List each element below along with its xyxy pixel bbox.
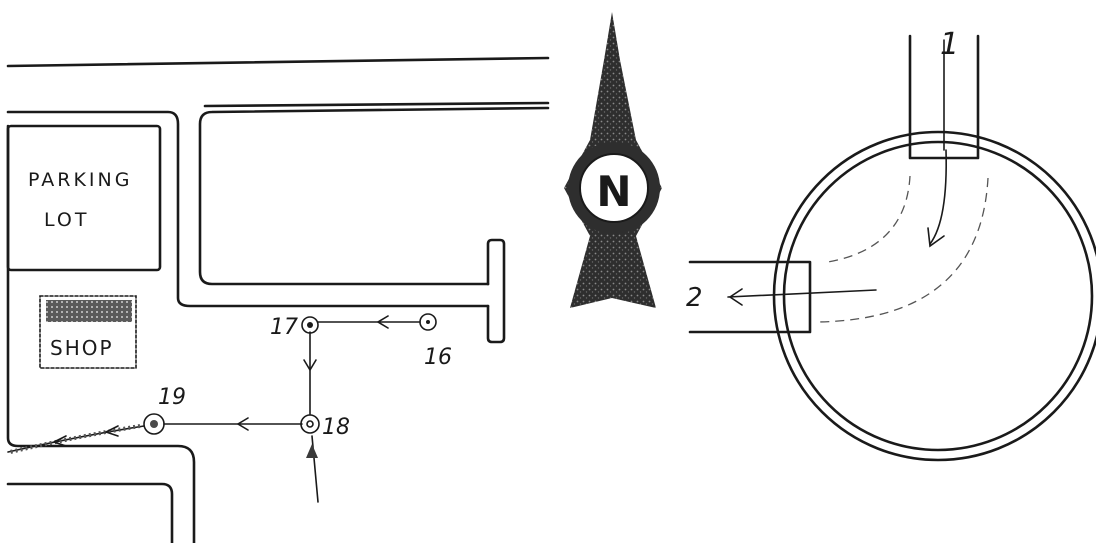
waypoint-16-dot: [426, 320, 430, 324]
lane-guide-inner: [827, 175, 911, 263]
route-exit-dots: [9, 424, 141, 454]
waypoint-19-label: 19: [158, 385, 186, 410]
route-arrow-exit: [103, 425, 119, 437]
waypoint-18: 18: [300, 414, 350, 440]
waypoint-19: 19: [143, 385, 186, 435]
entry-road-1-label: 1: [940, 27, 959, 62]
waypoint-17-label: 17: [270, 315, 298, 340]
route-segment-from-south: [311, 435, 319, 503]
parking-lot-block: [6, 124, 162, 272]
waypoint-16: 16: [419, 313, 452, 370]
waypoint-16-label: 16: [424, 345, 452, 370]
road-edge-top: [6, 56, 550, 68]
turn-path: [929, 149, 947, 245]
route: [7, 315, 421, 503]
shop-block: [39, 295, 137, 369]
compass-north-arrow: N: [564, 12, 662, 308]
road-edge-upper: [6, 110, 490, 308]
waypoint-18-inner: [306, 420, 314, 428]
lane-guide-outer: [815, 177, 989, 323]
exit-road-2-label: 2: [686, 283, 703, 313]
road-edge-left: [6, 124, 196, 543]
waypoint-17-dot: [307, 322, 313, 328]
waypoint-17: 17: [270, 315, 319, 340]
waypoint-16-marker: [419, 313, 437, 331]
waypoint-18-label: 18: [322, 415, 350, 440]
roundabout-diagram: 1 2: [686, 27, 1096, 462]
road-dead-end: [486, 238, 506, 344]
exit-road-2: [688, 260, 812, 334]
parking-lot-label-line2: LOT: [44, 209, 89, 231]
shop-sign-scribble: [46, 300, 132, 322]
roundabout-inner-ring: [782, 140, 1094, 452]
shop-label: SHOP: [50, 336, 114, 360]
exit-arrow-head: [728, 288, 743, 306]
exit-arrow-shaft: [727, 289, 877, 298]
route-arrow-18-19: [236, 417, 249, 431]
route-arrow-16-17: [376, 315, 389, 329]
route-arrow-17-18: [303, 359, 317, 372]
waypoint-19-marker: [143, 413, 165, 435]
entry-road-1: [908, 34, 980, 160]
turn-arrow-head: [927, 227, 945, 248]
waypoint-17-marker: [301, 316, 319, 334]
city-block: [198, 106, 550, 286]
route-arrow-exit-2: [51, 435, 67, 447]
route-arrow-from-south: [306, 444, 318, 458]
waypoint-19-dot: [150, 420, 158, 428]
roundabout-outer-ring: [772, 130, 1096, 462]
waypoint-18-marker: [300, 414, 320, 434]
compass-inner-disc: [579, 153, 649, 223]
parking-lot-label-line1: PARKING: [28, 169, 132, 191]
road-edge-right-stub: [203, 101, 550, 108]
street-map: PARKING LOT SHOP 16: [6, 56, 550, 543]
compass-north-label: N: [596, 167, 631, 216]
road-edge-lower: [6, 482, 174, 543]
